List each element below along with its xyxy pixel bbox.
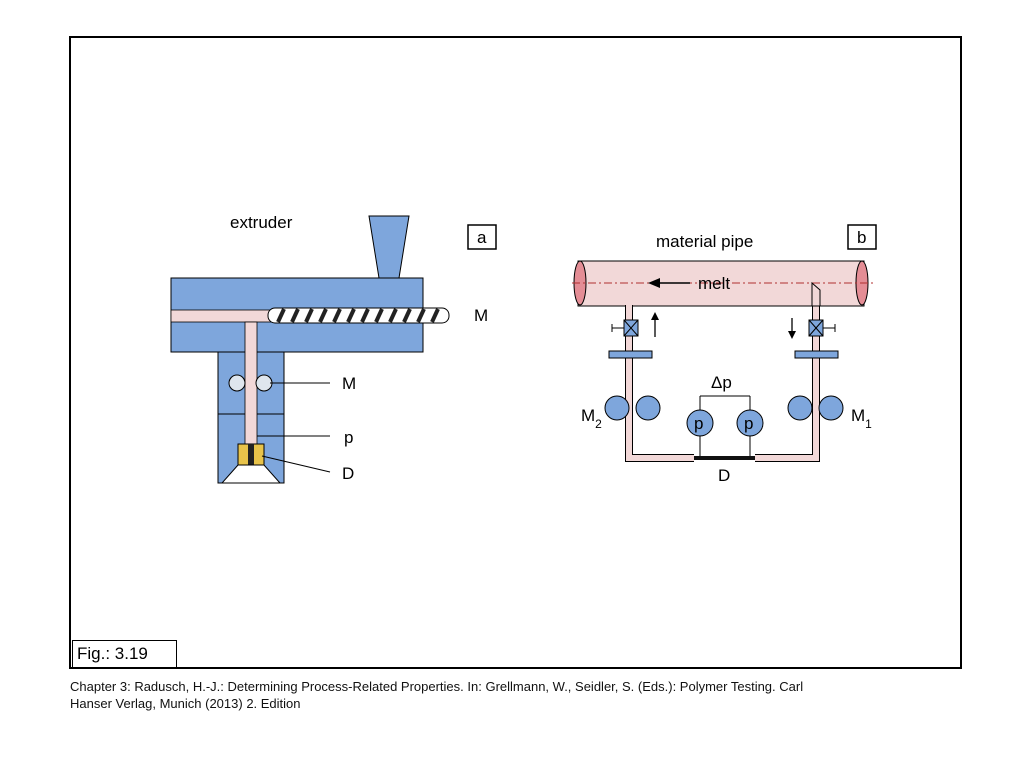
panel-a-tag-box — [467, 224, 497, 250]
flange-left — [608, 350, 653, 359]
up-arrow — [651, 312, 659, 320]
melt-label: melt — [698, 274, 730, 293]
hopper — [368, 215, 410, 279]
pressure-label: p — [344, 428, 353, 447]
die-orifice — [248, 444, 254, 465]
die-exit — [220, 464, 282, 484]
panel-a: extruder a — [170, 213, 497, 484]
die-label-b: D — [718, 466, 730, 485]
gauge-left-label: p — [694, 414, 703, 433]
caption-line-1: Chapter 3: Radusch, H.-J.: Determining P… — [70, 679, 804, 694]
mixing-element-left — [228, 374, 246, 392]
motor-label: M — [474, 306, 488, 325]
gauge-right-label: p — [744, 414, 753, 433]
melt-channel — [170, 309, 272, 323]
figure-frame — [69, 36, 962, 669]
pump-m1-gear-b — [818, 395, 844, 421]
figure-number: Fig.: 3.19 — [72, 640, 177, 668]
vertical-channel — [244, 321, 258, 445]
panel-b: material pipe b melt — [572, 224, 877, 485]
flange-right — [794, 350, 839, 359]
extruder-title: extruder — [230, 213, 293, 232]
mixer-label: M — [342, 374, 356, 393]
figure-caption: Chapter 3: Radusch, H.-J.: Determining P… — [70, 678, 970, 712]
pump-m1-gear-a — [787, 395, 813, 421]
pipe-title: material pipe — [656, 232, 753, 251]
pump-m2-gear-b — [635, 395, 661, 421]
delta-p-label: Δp — [711, 373, 732, 392]
extruder-screw — [267, 307, 450, 324]
pump-m2-gear-a — [604, 395, 630, 421]
down-arrow — [788, 331, 796, 339]
die-label: D — [342, 464, 354, 483]
pump-m1-label: M1 — [851, 406, 872, 431]
panel-b-tag: b — [857, 228, 866, 247]
pressure-gauge-right — [736, 409, 764, 437]
caption-line-2: Hanser Verlag, Munich (2013) 2. Edition — [70, 696, 301, 711]
pump-m2-label: M2 — [581, 406, 602, 431]
pressure-gauge-left — [686, 409, 714, 437]
mixing-element-right — [255, 374, 273, 392]
panel-b-tag-box — [847, 224, 877, 250]
panel-a-tag: a — [477, 228, 487, 247]
melt-arrow — [648, 278, 660, 288]
